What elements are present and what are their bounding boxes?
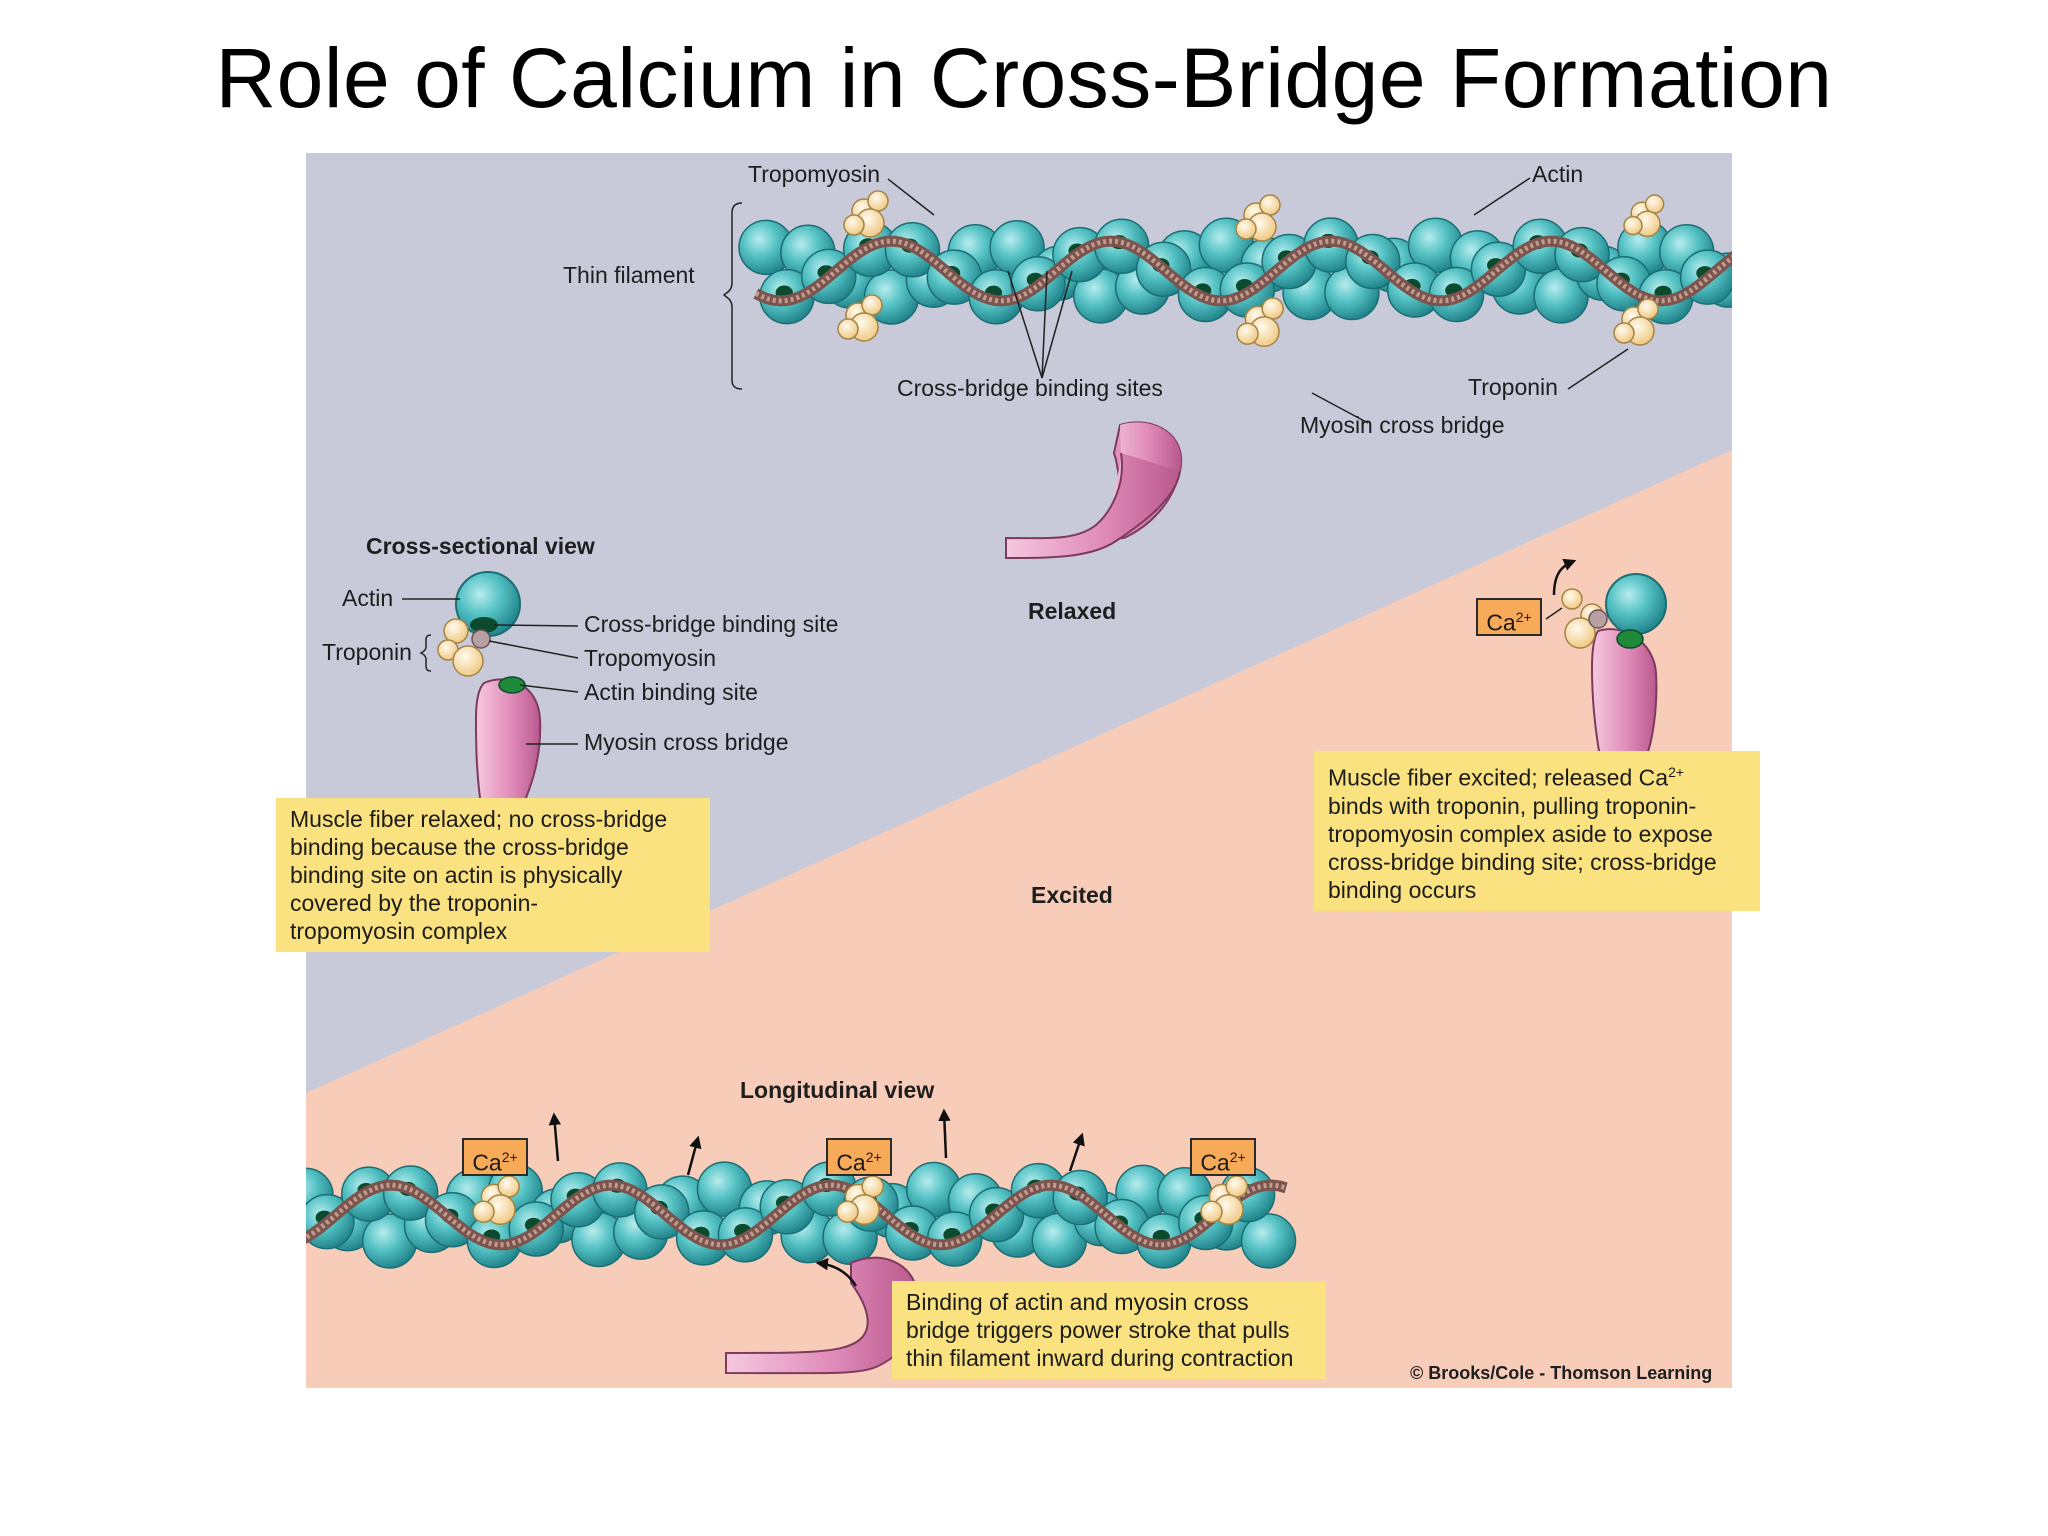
actin-label: Actin (1532, 161, 1584, 187)
thin-filament-relaxed (738, 190, 1732, 348)
cross-bridge-binding-sites-label: Cross-bridge binding sites (897, 375, 1163, 401)
cross-section-diagram (402, 571, 579, 814)
troponin-subunit (1235, 218, 1257, 240)
troponin-subunit (1613, 322, 1635, 344)
troponin-subunit (1236, 322, 1259, 345)
troponin-subunit (1261, 297, 1284, 320)
troponin-subunit (1644, 194, 1665, 214)
troponin-subunit (837, 318, 859, 340)
calcium-box-3: Ca2+ (1190, 1138, 1256, 1176)
troponin-subunit (836, 1200, 859, 1223)
actin-monomer (1240, 1213, 1297, 1269)
troponin-subunit (843, 214, 865, 236)
calcium-box-excited: Ca2+ (1476, 598, 1542, 636)
cross-section-binding-site-label: Cross-bridge binding site (584, 611, 839, 637)
troponin-subunit (1637, 298, 1659, 320)
cross-section-actin-binding-site-label: Actin binding site (584, 679, 758, 705)
cross-bridge-binding-site-section (470, 617, 498, 633)
relaxed-note: Muscle fiber relaxed; no cross-bridge bi… (276, 798, 710, 952)
credit: © Brooks/Cole - Thomson Learning (1410, 1363, 1713, 1383)
tropomyosin-move-arrows (548, 1108, 1085, 1176)
tropomyosin-section (471, 629, 491, 649)
excited-note: Muscle fiber excited; released Ca2+ bind… (1314, 751, 1760, 911)
contraction-note: Binding of actin and myosin cross bridge… (892, 1281, 1326, 1379)
myosin-cross-bridge-label: Myosin cross bridge (1300, 412, 1505, 438)
longitudinal-view-heading: Longitudinal view (740, 1077, 935, 1103)
troponin-subunit (861, 294, 883, 316)
troponin-subunit (1623, 215, 1643, 236)
excited-cross-section-diagram (1545, 558, 1667, 758)
cross-section-actin-label: Actin (342, 585, 394, 611)
power-stroke-arrow (815, 1257, 858, 1287)
tropomyosin-label: Tropomyosin (748, 161, 881, 187)
troponin-subunit (1259, 194, 1281, 216)
ca-release-arrow (1552, 558, 1577, 596)
troponin-subunit (867, 190, 889, 212)
cross-section-troponin-label: Troponin (322, 639, 412, 665)
cross-sectional-view-heading: Cross-sectional view (366, 533, 595, 559)
calcium-box-1: Ca2+ (462, 1138, 528, 1176)
excited-label: Excited (1031, 882, 1113, 908)
myosin-cross-bridge-top (1005, 421, 1183, 560)
calcium-box-2: Ca2+ (826, 1138, 892, 1176)
relaxed-label: Relaxed (1028, 598, 1117, 624)
thin-filament-excited (306, 1161, 1297, 1269)
excited-background (306, 450, 1732, 1388)
tropomyosin-strand (306, 1179, 1288, 1251)
troponin-subunit (861, 1175, 884, 1198)
troponin-subunit (497, 1175, 520, 1198)
troponin-label: Troponin (1468, 374, 1558, 400)
label-leaders-top (722, 177, 1629, 424)
slide-title: Role of Calcium in Cross-Bridge Formatio… (215, 31, 1833, 125)
diagram-figure: Tropomyosin Actin Thin filament Cross-br… (276, 153, 1760, 1388)
cross-section-tropomyosin-label: Tropomyosin (584, 645, 717, 671)
troponin-subunit (472, 1200, 495, 1223)
cross-section-myosin-label: Myosin cross bridge (584, 729, 789, 755)
troponin-subunit (1225, 1175, 1248, 1198)
thin-filament-label: Thin filament (563, 262, 695, 288)
troponin-subunit (1200, 1200, 1223, 1223)
